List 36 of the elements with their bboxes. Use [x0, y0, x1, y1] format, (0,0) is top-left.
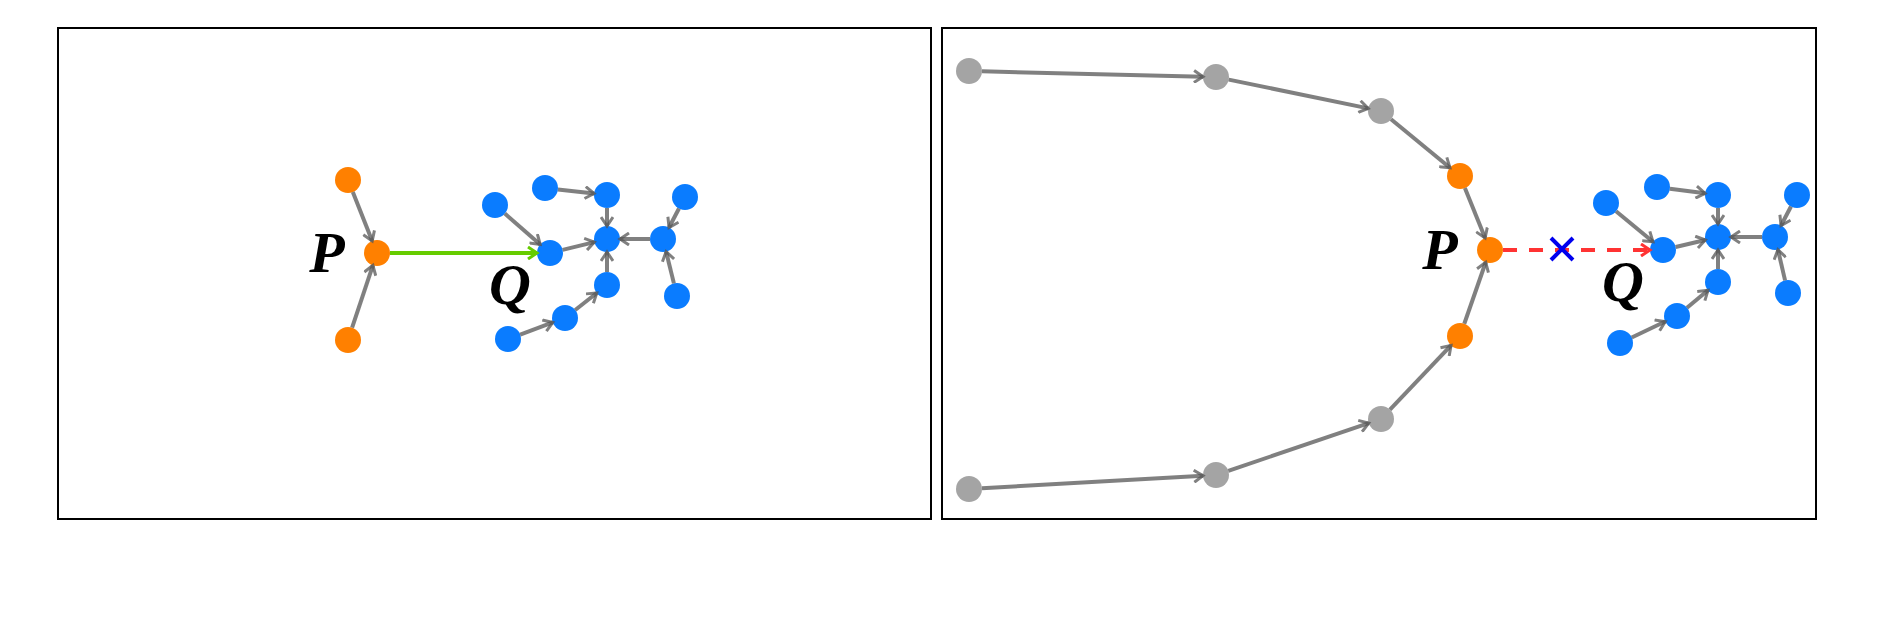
- arrow: [562, 236, 596, 252]
- arrow: [1778, 205, 1793, 227]
- arrow: [1675, 234, 1707, 250]
- node-label: P: [1422, 221, 1458, 279]
- arrow: [618, 231, 650, 247]
- arrow: [350, 263, 378, 329]
- arrow: [660, 250, 676, 284]
- node-label: Q: [1602, 253, 1644, 311]
- arrow: [1463, 187, 1489, 240]
- arrow: [1227, 418, 1371, 473]
- arrow: [981, 68, 1205, 84]
- arrow: [1388, 343, 1453, 411]
- arrow: [574, 291, 599, 312]
- node-label: P: [309, 224, 345, 282]
- arrow: [503, 212, 542, 246]
- node-label: Q: [489, 256, 531, 314]
- arrow: [519, 318, 555, 337]
- arrow: [1462, 260, 1490, 325]
- arrow: [1729, 229, 1762, 245]
- arrow: [557, 185, 596, 200]
- arrow: [1614, 209, 1655, 244]
- arrow: [390, 245, 539, 261]
- arrow: [981, 468, 1205, 491]
- arrow: [1772, 248, 1788, 281]
- arrow: [1389, 117, 1452, 170]
- arrow: [1228, 77, 1370, 114]
- arrow: [1503, 242, 1652, 258]
- arrow: [1710, 208, 1726, 226]
- arrow: [599, 208, 615, 228]
- arrow: [666, 207, 681, 229]
- arrow: [1710, 248, 1726, 269]
- arrow: [1630, 318, 1667, 340]
- arrow: [1685, 288, 1710, 310]
- arrow: [1669, 184, 1707, 200]
- arrow: [350, 191, 376, 243]
- arrow: [599, 250, 615, 272]
